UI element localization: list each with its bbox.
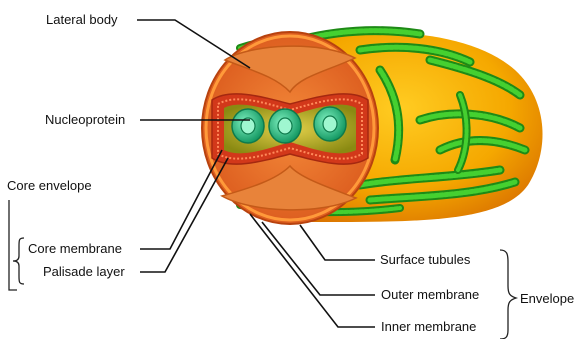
- label-core-envelope: Core envelope: [7, 178, 92, 193]
- nucleoprotein-graphic: [232, 107, 346, 143]
- label-nucleoprotein: Nucleoprotein: [45, 112, 125, 127]
- virus-body: [202, 31, 543, 224]
- label-outer-membrane: Outer membrane: [381, 287, 479, 302]
- label-inner-membrane: Inner membrane: [381, 319, 476, 334]
- label-core-membrane: Core membrane: [28, 241, 122, 256]
- label-palisade-layer: Palisade layer: [43, 264, 125, 279]
- core-envelope-inner-brace: [13, 238, 24, 284]
- leader-outer-membrane: [262, 222, 375, 295]
- label-surface-tubules: Surface tubules: [380, 252, 471, 267]
- core-envelope-brace: [9, 200, 17, 290]
- label-lateral-body: Lateral body: [46, 12, 118, 27]
- envelope-brace: [500, 250, 516, 339]
- leader-surface-tubules: [300, 225, 375, 260]
- label-envelope: Envelope: [520, 291, 574, 306]
